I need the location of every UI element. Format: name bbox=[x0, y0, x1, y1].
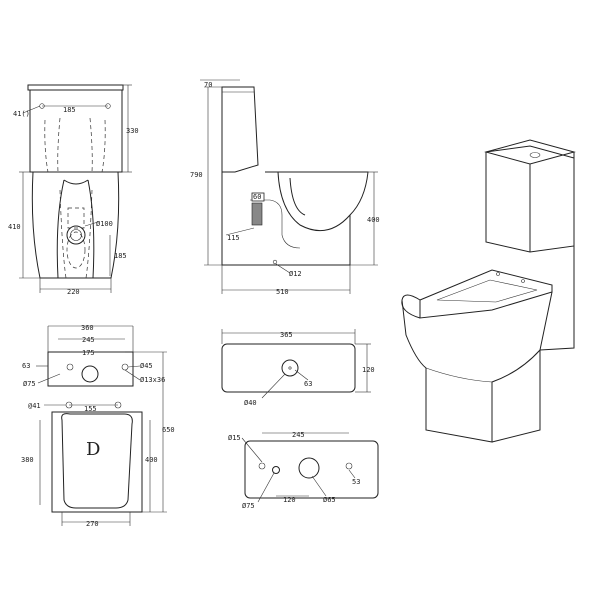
lid-button-dia-label: Ø40 bbox=[244, 399, 257, 407]
top-left-hole-label: Ø75 bbox=[23, 380, 36, 388]
persp-flush-button bbox=[529, 152, 541, 158]
lid-button-circle bbox=[281, 359, 299, 377]
top-seat-depth-label: 380 bbox=[21, 456, 34, 464]
side-anchor-dia-label: Ø12 bbox=[289, 270, 302, 278]
top-hole-dia-label: Ø45 bbox=[140, 362, 153, 370]
top-center-hole bbox=[81, 365, 99, 383]
persp-bowl-body bbox=[401, 291, 553, 443]
lid-button-offset-label: 63 bbox=[304, 380, 312, 388]
top-tank-outline bbox=[47, 351, 134, 387]
base-center-hole bbox=[298, 457, 320, 479]
tank-lid-view: 365 120 63 Ø40 bbox=[221, 329, 375, 407]
top-seat-hole-spacing-label: 155 bbox=[84, 405, 97, 413]
persp-bowl-rim bbox=[401, 294, 421, 319]
lid-height-label: 120 bbox=[362, 366, 375, 374]
perspective-view bbox=[401, 139, 576, 443]
base-span-label: 245 bbox=[292, 431, 305, 439]
base-hole-small-label: Ø15 bbox=[228, 434, 241, 442]
persp-seat-outer bbox=[419, 269, 553, 319]
base-outline bbox=[244, 440, 379, 499]
front-tank-holes-label: 41() bbox=[13, 110, 30, 118]
side-overall-height-label: 790 bbox=[190, 171, 203, 179]
top-overall-width-label: 360 bbox=[81, 324, 94, 332]
top-overall-depth-label: 650 bbox=[162, 426, 175, 434]
top-bowl-outline bbox=[61, 413, 133, 509]
front-base-width-label: 220 bbox=[67, 288, 80, 296]
top-bottom-width-label: 270 bbox=[86, 520, 99, 528]
top-left-offset-label: 63 bbox=[22, 362, 30, 370]
side-depth-label: 510 bbox=[276, 288, 289, 296]
tank-base-view: Ø15 245 53 Ø75 120 Ø65 bbox=[228, 431, 379, 510]
lid-width-label: 365 bbox=[280, 331, 293, 339]
side-view: 70 60 115 790 400 Ø12 510 bbox=[190, 79, 380, 296]
base-left-dia-label: Ø75 bbox=[242, 502, 255, 510]
top-right-hole-label: Ø13x36 bbox=[140, 376, 165, 384]
front-left-leg bbox=[31, 171, 65, 279]
front-base-height-label: 410 bbox=[8, 223, 21, 231]
lid-outline bbox=[221, 343, 356, 393]
side-outlet-label-b: 115 bbox=[227, 234, 240, 242]
top-seat-hole-label: @41 bbox=[28, 402, 41, 410]
side-outlet-section bbox=[251, 202, 263, 226]
side-outlet-label-a: 60 bbox=[253, 193, 261, 201]
persp-tank-lid bbox=[484, 139, 576, 165]
front-tank-height-label: 330 bbox=[126, 127, 139, 135]
side-bowl-height-label: 400 bbox=[367, 216, 380, 224]
top-bowl-depth-label: 400 bbox=[145, 456, 158, 464]
side-bowl-outline bbox=[221, 171, 369, 266]
front-hole-spacing-label: 185 bbox=[63, 106, 76, 114]
side-top-label: 70 bbox=[204, 81, 212, 89]
top-view: 360 245 175 63 Ø75 Ø45 Ø13x36 155 @41 D … bbox=[21, 324, 175, 528]
base-center-dia-label: Ø65 bbox=[323, 496, 336, 504]
front-outlet-dia-label: Ø100 bbox=[96, 220, 113, 228]
front-outlet-offset-label: 185 bbox=[114, 252, 127, 260]
front-outlet-circle bbox=[66, 225, 86, 245]
top-seat-letter: D bbox=[86, 439, 100, 460]
base-offset-label: 53 bbox=[352, 478, 360, 486]
base-center-offset-label: 120 bbox=[283, 496, 296, 504]
base-left-hole bbox=[272, 466, 280, 474]
persp-seat-opening bbox=[436, 279, 538, 303]
top-hole-spacing-label: 175 bbox=[82, 349, 95, 357]
tank-lid-outline bbox=[27, 84, 124, 91]
front-view: 185 41() 330 Ø100 185 410 bbox=[8, 84, 139, 296]
side-tank-outline bbox=[221, 86, 259, 173]
top-inner-width-label: 245 bbox=[82, 336, 95, 344]
tank-body-outline bbox=[29, 90, 123, 173]
